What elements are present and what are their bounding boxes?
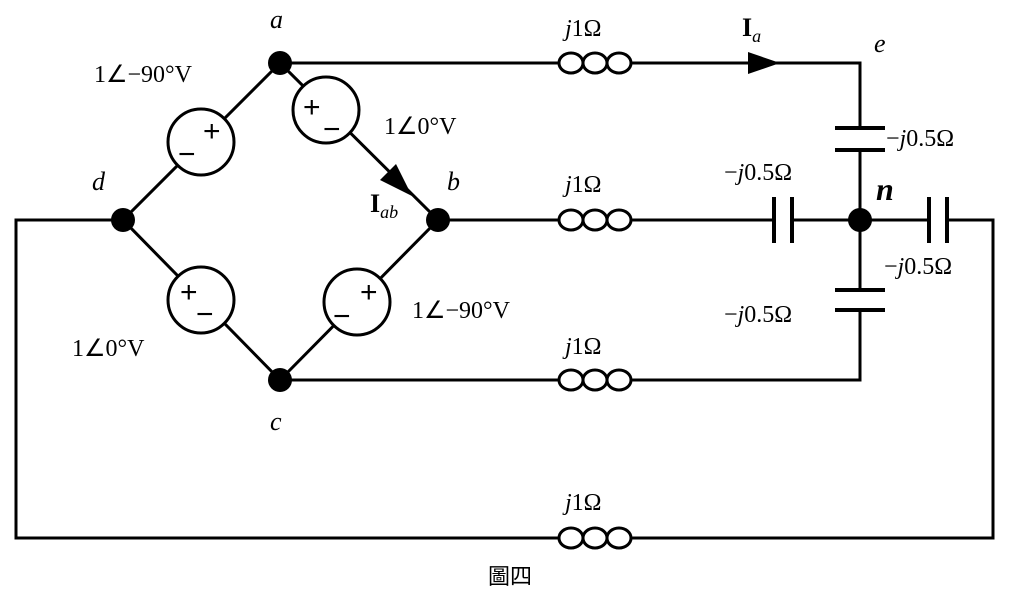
node-label-c: c bbox=[270, 407, 282, 436]
capacitor-label-e-n: −j0.5Ω bbox=[886, 126, 954, 152]
capacitor-e-n bbox=[835, 126, 885, 152]
inductor-label-lower: j1Ω bbox=[562, 334, 602, 360]
plus-sign: + bbox=[180, 276, 198, 309]
node-label-a: a bbox=[270, 5, 283, 34]
plus-sign: + bbox=[303, 91, 321, 124]
source-a-b: + − bbox=[291, 75, 361, 146]
inductor-label-middle: j1Ω bbox=[562, 172, 602, 198]
source-label-c-b: 1∠−90°V bbox=[412, 298, 511, 324]
node-d bbox=[111, 208, 135, 232]
capacitor-label-n-c: −j0.5Ω bbox=[724, 302, 792, 328]
plus-sign: + bbox=[203, 115, 221, 148]
minus-sign: − bbox=[333, 300, 351, 333]
figure-caption: 圖四 bbox=[488, 565, 532, 590]
inductor-label-top: j1Ω bbox=[562, 16, 602, 42]
node-label-n: n bbox=[876, 171, 894, 207]
capacitor-label-n-right: −j0.5Ω bbox=[884, 254, 952, 280]
node-a bbox=[268, 51, 292, 75]
inductor-lower bbox=[543, 368, 650, 392]
inductor-label-bottom: j1Ω bbox=[562, 490, 602, 516]
node-n bbox=[848, 208, 872, 232]
inductor-middle bbox=[543, 208, 650, 232]
current-label-iab: Iab bbox=[370, 189, 398, 222]
capacitor-b-n bbox=[772, 197, 794, 243]
minus-sign: − bbox=[323, 113, 341, 146]
capacitor-n-right bbox=[927, 197, 949, 243]
plus-sign: + bbox=[360, 276, 378, 309]
node-c bbox=[268, 368, 292, 392]
source-d-c: + − bbox=[166, 265, 236, 335]
current-label-ia: Ia bbox=[742, 13, 761, 46]
source-label-d-a: 1∠−90°V bbox=[94, 62, 193, 88]
inductor-bottom bbox=[543, 526, 650, 550]
node-label-e: e bbox=[874, 29, 886, 58]
current-arrow-ia bbox=[748, 52, 780, 74]
capacitor-label-b-n: −j0.5Ω bbox=[724, 160, 792, 186]
source-label-d-c: 1∠0°V bbox=[72, 336, 145, 362]
minus-sign: − bbox=[196, 298, 214, 331]
node-label-b: b bbox=[447, 167, 460, 196]
source-d-a: + − bbox=[166, 107, 236, 177]
node-label-d: d bbox=[92, 167, 106, 196]
current-arrow-iab bbox=[380, 164, 412, 196]
nodes bbox=[111, 51, 872, 392]
inductor-top bbox=[543, 51, 650, 75]
source-c-b: + − bbox=[322, 267, 392, 337]
capacitor-n-c bbox=[835, 288, 885, 312]
source-label-a-b: 1∠0°V bbox=[384, 114, 457, 140]
minus-sign: − bbox=[178, 138, 196, 171]
node-b bbox=[426, 208, 450, 232]
